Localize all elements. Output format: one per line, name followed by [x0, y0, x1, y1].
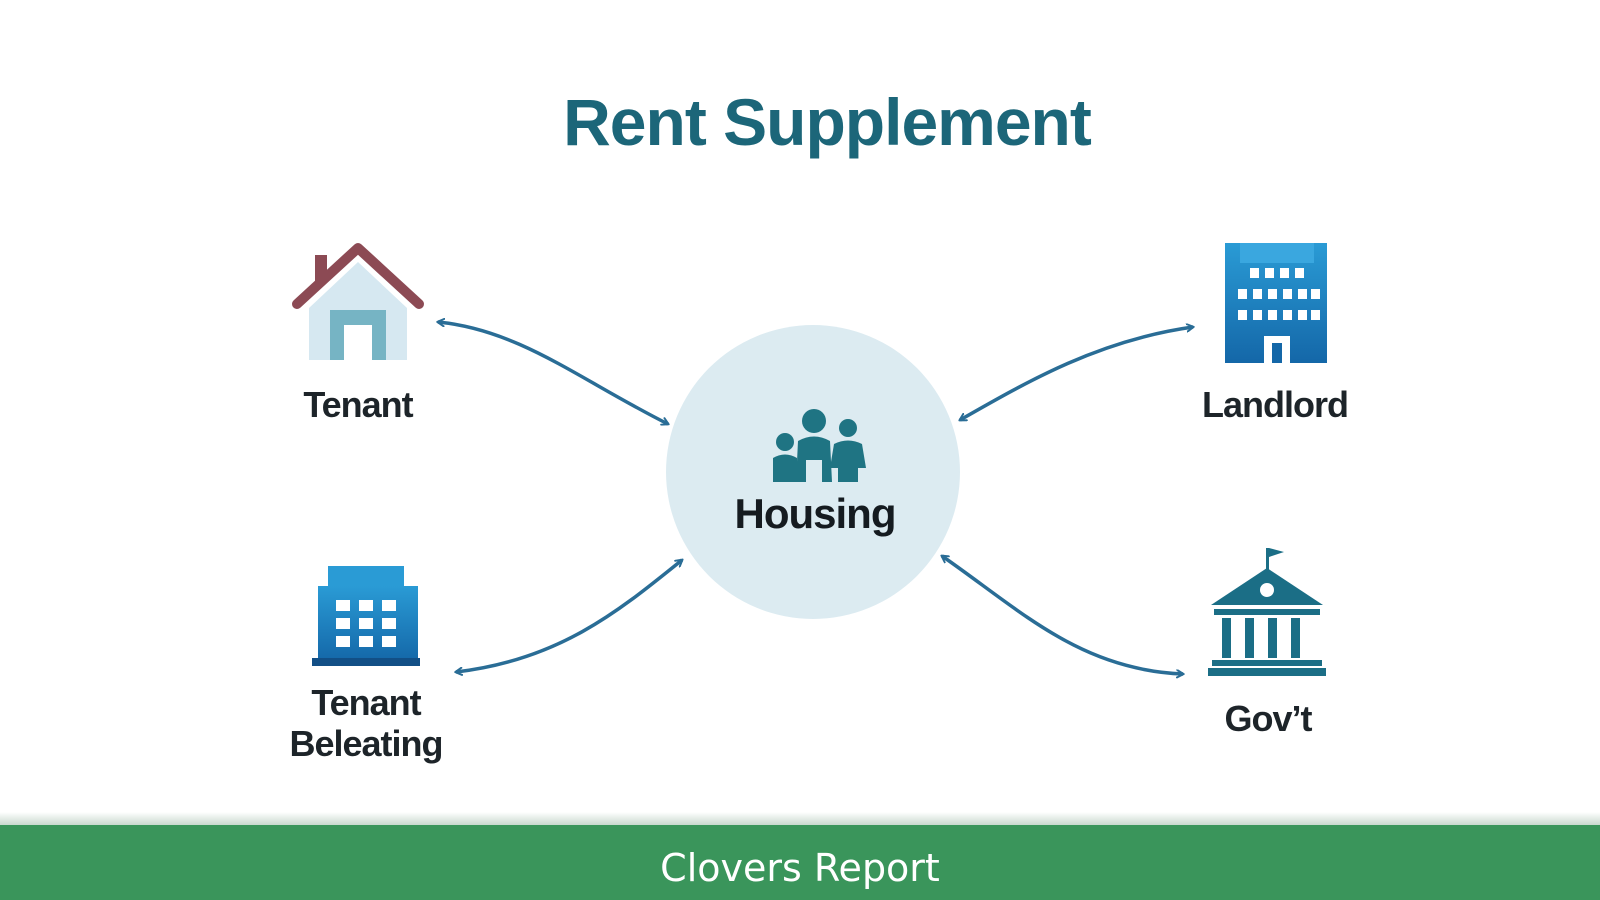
- node-label-tenant-beleating-line2: Beleating: [289, 723, 443, 764]
- arrow-tenant-beleating-hub: [456, 560, 682, 672]
- footer-bar: [0, 825, 1600, 900]
- diagram-canvas: [292, 243, 1327, 820]
- hub-circle: [666, 325, 960, 619]
- node-label-govt: Gov’t: [1224, 698, 1312, 739]
- family-icon: [773, 409, 866, 482]
- footer-text: Clovers Report: [660, 846, 940, 890]
- government-building-icon: [1208, 548, 1326, 676]
- diagram-title: Rent Supplement: [563, 85, 1092, 159]
- footer-shadow: [0, 812, 1600, 825]
- node-label-tenant: Tenant: [303, 384, 413, 425]
- node-label-tenant-beleating-line1: Tenant: [311, 682, 421, 723]
- house-icon: [292, 243, 424, 360]
- arrow-landlord-hub: [960, 327, 1193, 422]
- hub-label: Housing: [734, 490, 897, 537]
- apartment-building-icon: [312, 566, 420, 666]
- node-label-landlord: Landlord: [1202, 384, 1349, 425]
- arrow-tenant-hub: [438, 322, 668, 424]
- arrow-govt-hub: [942, 554, 1183, 674]
- office-building-icon: [1225, 243, 1327, 363]
